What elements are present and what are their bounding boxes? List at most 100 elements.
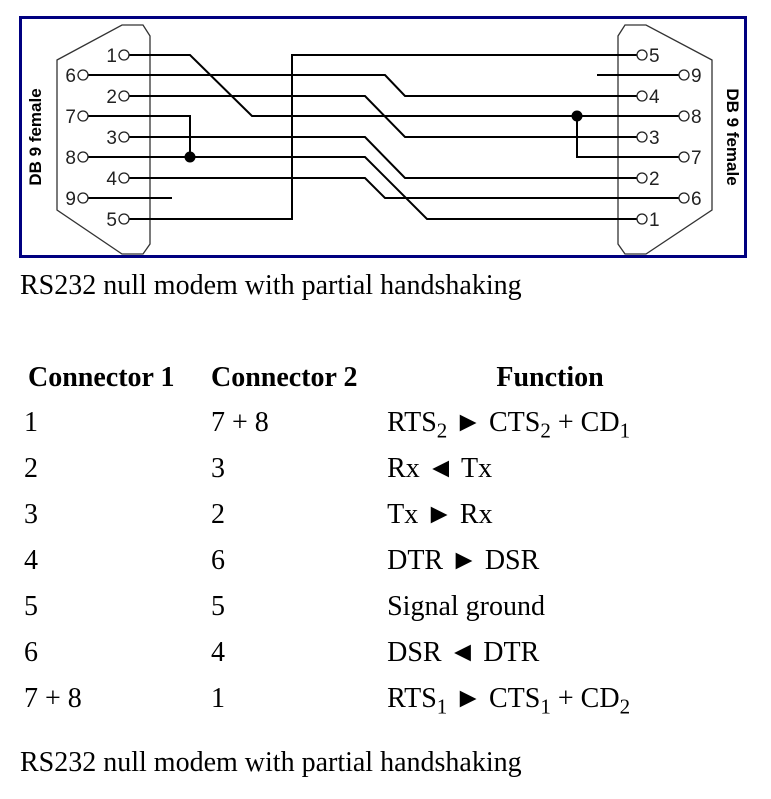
- function-text: ►: [447, 683, 489, 714]
- table-row: 1 7 + 8 RTS2 ► CTS2 + CD1: [18, 400, 771, 446]
- left-pin-label: 8: [65, 148, 76, 169]
- wire-5-to-5: [129, 54, 637, 220]
- left-pin-socket: [77, 110, 89, 122]
- left-junction-dot: [184, 151, 196, 163]
- function-text: CTS: [489, 407, 541, 438]
- pin-function: RTS1 ► CTS1 + CD2: [387, 676, 771, 722]
- left-pin-label: 5: [106, 210, 117, 231]
- connector-1-pin: 5: [24, 591, 38, 622]
- right-pin-socket: [678, 69, 690, 81]
- function-text: Signal ground: [387, 591, 545, 622]
- left-pin-socket: [118, 90, 130, 102]
- function-text: +: [550, 683, 581, 714]
- pin-function: Tx ► Rx: [387, 492, 771, 538]
- function-text: DSR ◄ DTR: [387, 637, 540, 668]
- connector-1-pin: 4: [24, 545, 38, 576]
- connector-1-pin: 7 + 8: [24, 683, 82, 714]
- left-pin-socket: [77, 192, 89, 204]
- pin-function: Rx ◄ Tx: [387, 446, 771, 492]
- function-text: ►: [447, 407, 489, 438]
- right-pin-label: 9: [691, 66, 702, 87]
- left-pin-label: 4: [106, 169, 117, 190]
- right-pin-label: 3: [649, 128, 660, 149]
- right-pin-socket: [636, 172, 648, 184]
- right-pin-socket: [678, 151, 690, 163]
- right-junction-dot: [571, 110, 583, 122]
- right-pin-label: 5: [649, 46, 660, 67]
- function-text: Tx ► Rx: [387, 499, 493, 530]
- left-pin-label: 9: [65, 189, 76, 210]
- left-pin-label: 7: [65, 107, 76, 128]
- function-text: CD: [580, 407, 620, 438]
- wire-3-to-2: [129, 136, 637, 179]
- table-header-row: Connector 1 Connector 2 Function: [18, 362, 771, 400]
- function-text: Rx ◄ Tx: [387, 453, 493, 484]
- left-pin-label: 6: [65, 66, 76, 87]
- left-pin-label: 2: [106, 87, 117, 108]
- function-text: CD: [580, 683, 620, 714]
- left-pin-label: 3: [106, 128, 117, 149]
- function-subscript: 2: [540, 418, 551, 443]
- table-caption: RS232 null modem with partial handshakin…: [20, 747, 522, 778]
- pin-function: Signal ground: [387, 584, 771, 630]
- wire-8-to-7-bridge: [576, 116, 679, 158]
- function-text: +: [550, 407, 581, 438]
- diagram-caption: RS232 null modem with partial handshakin…: [20, 270, 522, 301]
- left-connector-title: DB 9 female: [26, 88, 45, 185]
- connector-1-pin: 1: [24, 407, 38, 438]
- connector-2-pin: 4: [211, 637, 226, 668]
- right-connector-shell: [617, 24, 713, 255]
- right-pin-socket: [636, 90, 648, 102]
- right-pin-label: 2: [649, 169, 660, 190]
- pin-function: DTR ► DSR: [387, 538, 771, 584]
- connector-2-pin: 2: [211, 499, 226, 530]
- header-function: Function: [496, 362, 604, 393]
- table-row: 3 2 Tx ► Rx: [18, 492, 771, 538]
- left-pin-socket: [118, 49, 130, 61]
- function-text: RTS: [387, 407, 437, 438]
- wire-7-to-8-bridge: [88, 115, 191, 157]
- function-subscript: 2: [436, 418, 448, 443]
- wire-6-to-4: [88, 74, 637, 97]
- right-pin-socket: [636, 131, 648, 143]
- pin-function: RTS2 ► CTS2 + CD1: [387, 400, 771, 446]
- left-pin-socket: [77, 151, 89, 163]
- function-text: DTR ► DSR: [387, 545, 540, 576]
- wire-8-to-1: [88, 156, 637, 220]
- connector-2-pin: 5: [211, 591, 226, 622]
- wire-2-to-3: [129, 95, 637, 138]
- null-modem-wiring-diagram: DB 9 female DB 9 female 1 6 2 7 3 8 4 9 5 5 9 4 8 3 7 2…: [19, 16, 747, 258]
- table-row: 4 6 DTR ► DSR: [18, 538, 771, 584]
- connector-2-pin: 7 + 8: [211, 407, 269, 438]
- left-pin-socket: [118, 131, 130, 143]
- function-text: CTS: [489, 683, 541, 714]
- connector-2-pin: 6: [211, 545, 226, 576]
- right-pin-label: 4: [649, 87, 660, 108]
- left-pin-socket: [77, 69, 89, 81]
- connector-2-pin: 3: [211, 453, 226, 484]
- function-subscript: 1: [436, 694, 448, 719]
- table-row: 5 5 Signal ground: [18, 584, 771, 630]
- connector-1-pin: 3: [24, 499, 38, 530]
- right-pin-socket: [678, 110, 690, 122]
- header-connector-1: Connector 1: [28, 362, 175, 393]
- left-connector-shell: [56, 24, 151, 255]
- wire-4-to-6: [129, 177, 679, 199]
- wire-1-to-8: [129, 54, 679, 117]
- right-pin-socket: [636, 213, 648, 225]
- right-connector-title: DB 9 female: [723, 88, 742, 185]
- pinout-table: Connector 1 Connector 2 Function 1 7 + 8 R…: [18, 362, 771, 722]
- left-pin-label: 1: [106, 46, 117, 67]
- left-pin-socket: [118, 213, 130, 225]
- right-pin-label: 8: [691, 107, 702, 128]
- function-subscript: 2: [619, 694, 631, 719]
- right-pin-label: 1: [649, 210, 660, 231]
- pin-function: DSR ◄ DTR: [387, 630, 771, 676]
- left-pin-socket: [118, 172, 130, 184]
- right-pin-label: 7: [691, 148, 702, 169]
- connector-2-pin: 1: [211, 683, 226, 714]
- right-pin-socket: [678, 192, 690, 204]
